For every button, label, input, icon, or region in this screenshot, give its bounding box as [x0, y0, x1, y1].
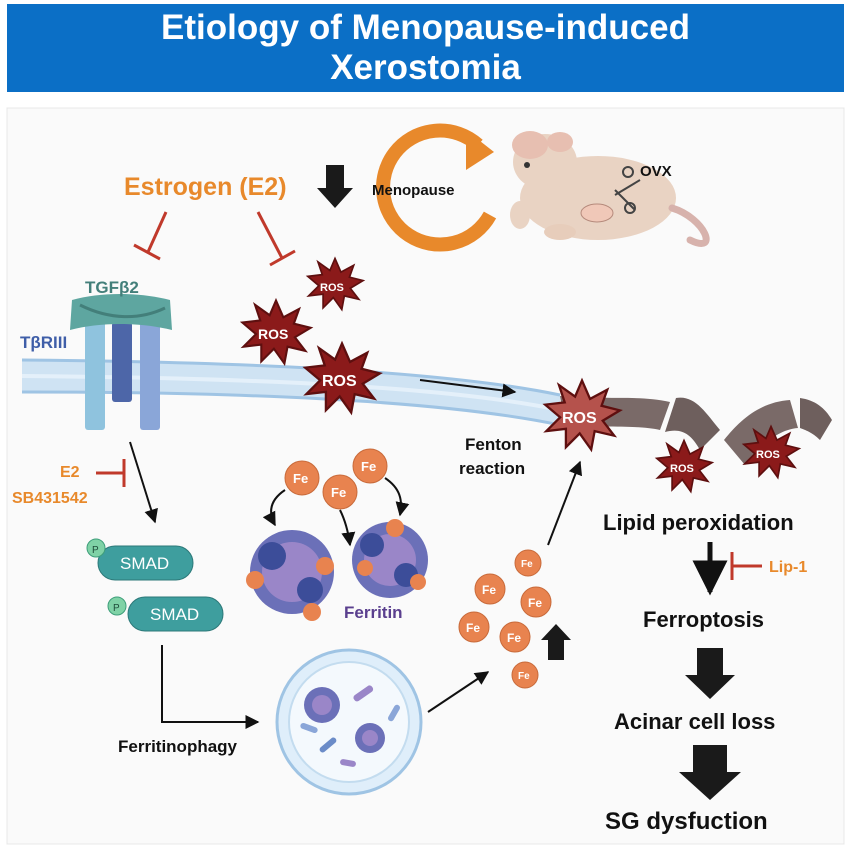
- tbrii-label: TβRIII: [20, 333, 67, 352]
- smad-complex: SMAD P SMAD P: [86, 538, 224, 632]
- tgfb2-label: TGFβ2: [85, 278, 139, 297]
- menopause-cycle-icon: [376, 123, 497, 252]
- lip1-label: Lip-1: [769, 559, 807, 576]
- ros-label: ROS: [322, 373, 357, 390]
- ferritin-cluster: [246, 519, 428, 621]
- ovx-label: OVX: [640, 163, 672, 180]
- fe-label: Fe: [507, 631, 521, 645]
- smad-label: SMAD: [120, 554, 169, 573]
- phospho-label: P: [113, 603, 120, 614]
- arrow-smad-to-lysosome: [161, 645, 260, 729]
- ferritin-label: Ferritin: [344, 603, 403, 622]
- smad-label: SMAD: [150, 605, 199, 624]
- fe-label: Fe: [331, 485, 346, 500]
- ferritinophagy-label: Ferritinophagy: [118, 737, 238, 756]
- fe-ions-top: Fe Fe Fe: [284, 448, 388, 510]
- lysosome: [275, 648, 423, 796]
- fe-label: Fe: [361, 459, 376, 474]
- ros-cluster: ROS ROS ROS ROS ROS ROS: [241, 257, 800, 493]
- smad-pill: [127, 596, 224, 632]
- fenton-label-line-2: reaction: [459, 459, 525, 478]
- down-arrow-icon: [679, 745, 741, 800]
- sb431542-label: SB431542: [12, 490, 88, 507]
- arrow-ros-to-membrane: [419, 379, 517, 398]
- fe-to-ferritin-arrows: [262, 477, 410, 547]
- phospho-label: P: [92, 545, 99, 556]
- ros-label: ROS: [258, 326, 288, 342]
- fenton-label-line-1: Fenton: [465, 435, 522, 454]
- up-arrow-icon: [541, 624, 571, 660]
- title-line-2: Xerostomia: [330, 48, 521, 87]
- estrogen-label: Estrogen (E2): [124, 173, 287, 201]
- ros-label: ROS: [320, 282, 344, 294]
- ferroptosis-label: Ferroptosis: [643, 607, 764, 632]
- tgfb-receptor: [70, 294, 172, 430]
- acinar-cell-loss-label: Acinar cell loss: [614, 709, 775, 734]
- estrogen-inhibition-lines: [133, 211, 296, 267]
- fe-label: Fe: [466, 621, 480, 635]
- ros-label: ROS: [670, 463, 694, 475]
- smad-pill: [97, 545, 194, 581]
- lipid-peroxidation-label: Lipid peroxidation: [603, 510, 794, 535]
- page-title: Etiology of Menopause-induced Xerostomia: [7, 8, 844, 88]
- fe-label: Fe: [518, 671, 530, 682]
- receptor-inhibition-line: [96, 459, 126, 487]
- title-line-1: Etiology of Menopause-induced: [161, 8, 690, 47]
- down-arrow-icon: [685, 648, 735, 699]
- title-banner: Etiology of Menopause-induced Xerostomia: [7, 4, 844, 92]
- arrow-lysosome-to-fe: [427, 671, 490, 713]
- fe-label: Fe: [293, 471, 308, 486]
- mouse-illustration: [510, 131, 710, 247]
- menopause-label: Menopause: [372, 182, 455, 199]
- ros-label: ROS: [562, 410, 597, 427]
- fe-label: Fe: [521, 559, 533, 570]
- sg-dysfunction-label: SG dysfuction: [605, 808, 768, 835]
- arrow-fe-to-ros: [547, 460, 582, 546]
- e2-inhibitor-label: E2: [60, 464, 80, 481]
- scissors-icon: [614, 166, 641, 214]
- ros-label: ROS: [756, 449, 780, 461]
- down-arrow-icon: [317, 165, 353, 208]
- arrow-receptor-to-smad: [129, 441, 158, 524]
- free-fe-pool: Fe Fe Fe Fe Fe Fe: [458, 549, 552, 689]
- fe-label: Fe: [482, 583, 496, 597]
- lip1-inhibition-line: [730, 552, 762, 580]
- fe-label: Fe: [528, 596, 542, 610]
